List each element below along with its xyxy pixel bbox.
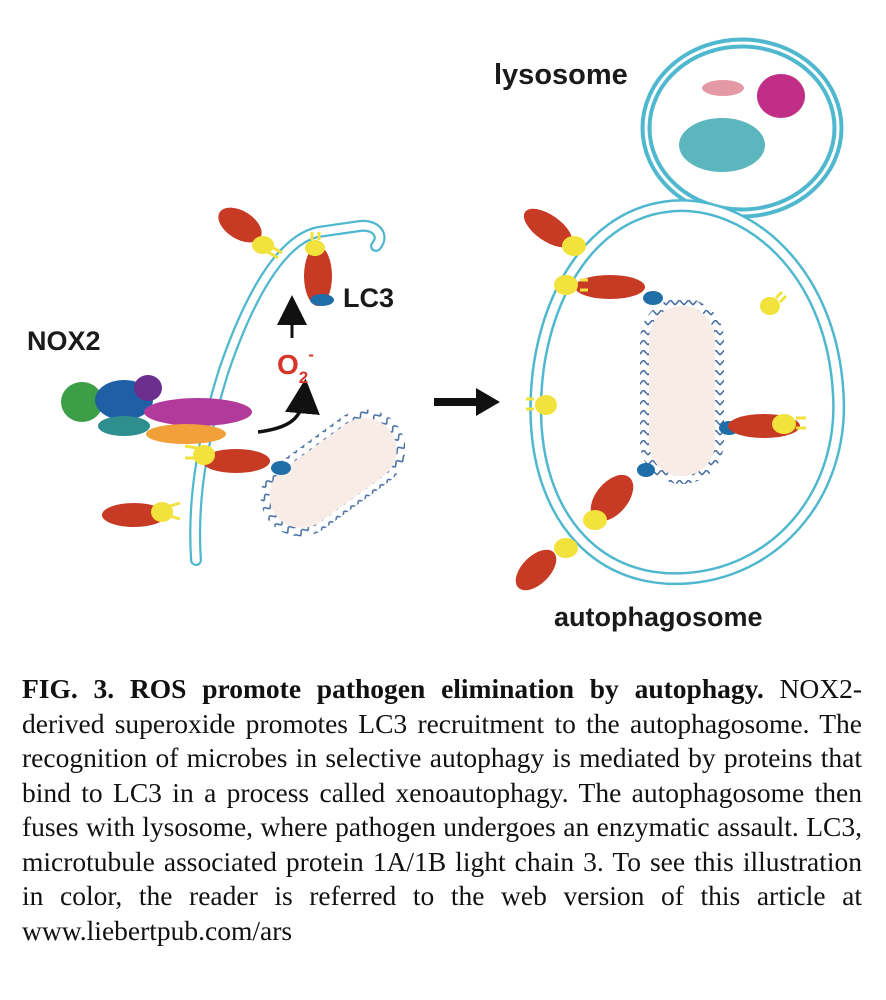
autophagosome-label: autophagosome (554, 602, 763, 632)
lc3-receptor-pair (515, 538, 578, 591)
transition-arrow (434, 388, 500, 416)
lc3-receptor-pair (102, 501, 181, 527)
phagophore-membrane (189, 219, 386, 566)
autophagy-diagram: lysosome NOX2 O2- LC3 (27, 37, 846, 632)
autophagosome-membrane (529, 199, 846, 586)
superoxide-arrow (257, 378, 320, 434)
lc3-tag (643, 291, 663, 305)
lc3-receptor-pair (583, 474, 634, 530)
lysosome-cargo-pink (702, 80, 744, 96)
lysosome-cargo-magenta (757, 74, 805, 118)
receptor (526, 395, 557, 415)
lysosome-cargo-teal (679, 118, 765, 172)
lc3-receptor-pair (523, 208, 586, 256)
captured-pathogen (640, 298, 724, 484)
caption-body: NOX2-derived superoxide promotes LC3 rec… (22, 673, 862, 946)
nox2-complex (61, 375, 252, 444)
lc3-receptor-pair (184, 444, 270, 473)
lc3-receptor-pair (728, 414, 806, 438)
lysosome-label: lysosome (494, 59, 628, 91)
receptor (760, 290, 788, 315)
nox2-label: NOX2 (27, 326, 101, 356)
figure-caption: FIG. 3. ROS promote pathogen elimination… (22, 672, 862, 948)
lc3-receptor-pair (218, 207, 283, 260)
superoxide-label: O2- (277, 345, 314, 387)
lc3-tag (271, 461, 291, 475)
lysosome (640, 37, 844, 219)
lc3-label: LC3 (343, 283, 394, 313)
lc3-tag (637, 463, 655, 477)
lc3-receptor-pair (554, 275, 645, 299)
lc3-protein (304, 232, 334, 306)
caption-title: FIG. 3. ROS promote pathogen elimination… (22, 673, 764, 704)
pathogen (260, 409, 406, 537)
